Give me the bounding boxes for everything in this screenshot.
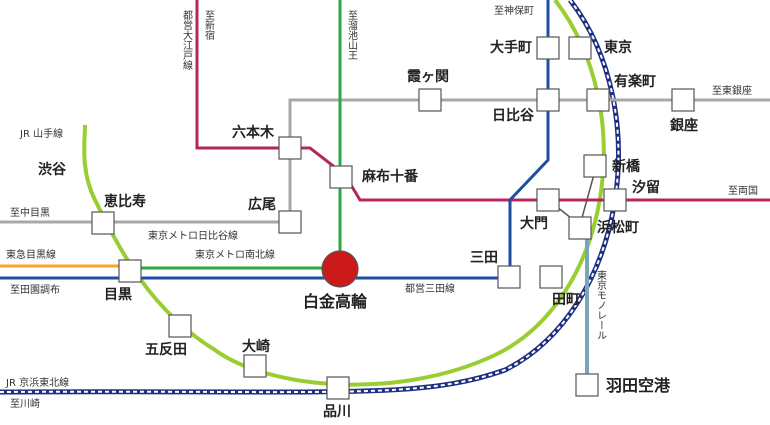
station-marker-tokyo[interactable]: [568, 36, 592, 60]
label-shirokanetakanawa: 白金高輪: [303, 292, 368, 311]
label-ebisu: 恵比寿: [104, 193, 146, 210]
direction-label-ryogoku: 至両国: [728, 185, 758, 197]
station-marker-yurakucho[interactable]: [586, 88, 610, 112]
station-marker-mita[interactable]: [497, 265, 521, 289]
label-shiodome: 汐留: [632, 179, 660, 196]
line-label-keihin-tohoku: JR 京浜東北線: [5, 376, 69, 389]
station-marker-shinagawa[interactable]: [326, 376, 350, 400]
line-label-hibiya: 東京メトロ日比谷線: [148, 229, 238, 242]
label-hibiya: 日比谷: [492, 107, 535, 124]
line-oedo: [195, 0, 770, 202]
line-yamanote: [82, 0, 606, 387]
line-label-oedo: 都営大江戸線: [181, 10, 193, 70]
label-tokyo: 東京: [604, 39, 632, 56]
direction-label-tameike-sanno: 至溜池山王: [346, 10, 358, 60]
label-tamachi: 田町: [552, 292, 580, 308]
station-marker-azabujuban[interactable]: [329, 165, 353, 189]
station-marker-daimon[interactable]: [536, 188, 560, 212]
label-ginza: 銀座: [670, 117, 698, 134]
label-shimbashi: 新橋: [612, 158, 641, 175]
label-yurakucho: 有楽町: [614, 73, 656, 90]
station-marker-hiroo[interactable]: [278, 210, 302, 234]
label-roppongi: 六本木: [232, 124, 275, 141]
direction-label-kawasaki: 至川崎: [10, 397, 40, 410]
line-keihin-tohoku: [0, 0, 621, 395]
label-otemachi: 大手町: [490, 39, 532, 56]
station-marker-shimbashi[interactable]: [583, 154, 607, 178]
direction-label-den-en-chofu: 至田園調布: [10, 283, 60, 296]
line-hibiya: [0, 98, 770, 224]
label-gotanda: 五反田: [145, 341, 187, 358]
direction-label-higashi-ginza: 至東銀座: [712, 84, 752, 97]
label-kasumigaseki: 霞ヶ関: [407, 68, 449, 85]
station-marker-otemachi[interactable]: [536, 36, 560, 60]
line-label-tokyu-meguro: 東急目黒線: [6, 248, 56, 261]
line-label-monorail: 東京モノレール: [595, 269, 607, 340]
label-shinagawa: 品川: [323, 404, 351, 420]
label-mita: 三田: [470, 250, 498, 266]
label-azabujuban: 麻布十番: [361, 168, 419, 185]
label-daimon: 大門: [520, 215, 548, 232]
label-hamamatsucho: 浜松町: [597, 219, 639, 236]
direction-label-naka-meguro: 至中目黒: [10, 206, 50, 219]
label-shibuya: 渋谷: [38, 161, 67, 178]
station-markers: [91, 36, 695, 400]
direction-label-shinjuku: 至新宿: [203, 10, 215, 41]
station-marker-kasumigaseki[interactable]: [418, 88, 442, 112]
line-label-namboku: 東京メトロ南北線: [195, 248, 275, 261]
station-marker-haneda[interactable]: [575, 373, 599, 397]
station-marker-roppongi[interactable]: [278, 136, 302, 160]
station-marker-shirokanetakanawa[interactable]: [321, 250, 359, 288]
line-label-mita: 都営三田線: [405, 282, 455, 295]
station-marker-ginza[interactable]: [671, 88, 695, 112]
label-hiroo: 広尾: [248, 196, 276, 213]
label-osaki: 大崎: [242, 338, 270, 355]
station-marker-hamamatsucho[interactable]: [568, 216, 592, 240]
station-marker-meguro[interactable]: [118, 259, 142, 283]
station-marker-hibiya[interactable]: [536, 88, 560, 112]
label-meguro: 目黒: [104, 287, 132, 303]
station-marker-gotanda[interactable]: [168, 314, 192, 338]
direction-label-jimbocho: 至神保町: [494, 4, 534, 17]
station-marker-osaki[interactable]: [243, 354, 267, 378]
label-haneda: 羽田空港: [606, 376, 671, 395]
station-marker-shiodome[interactable]: [603, 188, 627, 212]
station-marker-ebisu[interactable]: [91, 211, 115, 235]
line-label-yamanote: JR 山手線: [19, 127, 63, 140]
station-marker-tamachi[interactable]: [539, 265, 563, 289]
